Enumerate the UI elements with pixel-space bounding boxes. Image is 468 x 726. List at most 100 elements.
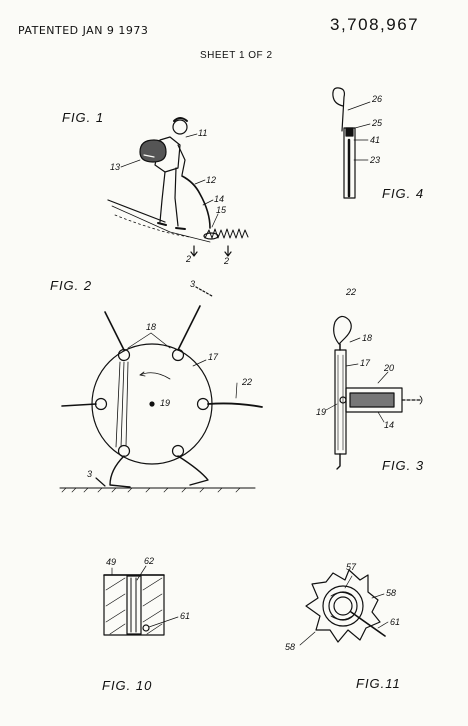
fig2-arrow-3-top (196, 287, 212, 296)
fig10-leader-62 (137, 566, 146, 580)
fig2-leader-18 (128, 333, 170, 348)
fig1-leg-right (175, 168, 178, 226)
fig4-ref-23: 23 (370, 155, 381, 165)
fig1-ref-11: 11 (198, 128, 208, 138)
fig1-leg-left (160, 172, 165, 222)
fig1-head-unit (204, 233, 218, 239)
fig3-ref-18: 18 (362, 333, 373, 343)
fig1-leader-13 (121, 160, 140, 167)
fig4-drawing (333, 88, 370, 198)
fig1-foot-left (158, 223, 166, 225)
fig1-engine-detail (144, 155, 154, 157)
fig11-leader-61 (378, 622, 388, 628)
fig3-ref-14: 14 (384, 420, 395, 430)
fig3-label: FIG. 3 (382, 458, 425, 473)
fig1-section-arrow-right (225, 246, 231, 256)
fig2-hole (173, 446, 184, 457)
fig2-line-right (208, 403, 262, 407)
fig10-bore-lines (131, 578, 136, 632)
fig3-shaft (350, 393, 394, 407)
fig3-leader-18 (350, 338, 360, 342)
fig3-ref-19: 19 (316, 407, 327, 417)
fig2-line-lower-right (178, 456, 208, 485)
fig11-leader-58 (372, 594, 384, 598)
fig3-leader-19 (326, 404, 337, 410)
fig3-line-bottom (337, 454, 340, 469)
fig4-leader-26 (348, 102, 370, 110)
fig4-ref-26: 26 (372, 94, 383, 104)
fig11-ref-57: 57 (346, 562, 357, 572)
fig1-hair (174, 118, 187, 121)
patented-date: PATENTED JAN 9 1973 (18, 24, 149, 37)
fig1-label: FIG. 1 (62, 110, 105, 125)
fig1-ref-12: 12 (206, 175, 217, 185)
fig2-leader-22 (236, 383, 237, 398)
fig1-ref-2-left: 2 (186, 254, 192, 264)
fig2-ref-17: 17 (208, 352, 219, 362)
fig11-drawing (300, 570, 388, 645)
fig3-ref-20: 20 (384, 363, 395, 373)
fig2-drawing (60, 287, 262, 492)
fig10-ref-61: 61 (180, 611, 191, 621)
fig1-ref-14: 14 (214, 194, 225, 204)
fig1-ref-2-right: 2 (224, 256, 230, 266)
fig2-label: FIG. 2 (50, 278, 93, 293)
fig10-hatching (106, 578, 162, 634)
fig2-line-lower-left (110, 456, 130, 487)
fig11-line (351, 612, 385, 636)
fig2-line-upper-right (178, 306, 200, 350)
fig1-ref-13: 13 (110, 162, 121, 172)
fig4-leader-25 (355, 124, 370, 128)
fig10-drawing (104, 566, 178, 635)
fig3-ref-22: 22 (346, 287, 357, 297)
fig10-hole (143, 625, 149, 631)
fig2-hole (198, 399, 209, 410)
fig3-drawing (326, 316, 422, 469)
fig2-ref-3-top: 3 (190, 279, 196, 289)
sheet-number: SHEET 1 OF 2 (200, 50, 273, 61)
fig2-hole (119, 446, 130, 457)
fig2-hole (96, 399, 107, 410)
fig1-leader-12 (195, 180, 205, 184)
fig1-arm (178, 145, 185, 175)
fig11-ref-58: 58 (386, 588, 397, 598)
fig4-label: FIG. 4 (382, 186, 425, 201)
patent-number: 3,708,967 (330, 15, 420, 34)
fig11-outer-ring (323, 586, 363, 626)
fig1-drawing (108, 118, 248, 256)
fig2-ref-22: 22 (242, 377, 253, 387)
fig10-label: FIG. 10 (102, 678, 153, 693)
fig1-ground-line (108, 200, 165, 222)
fig2-ref-3-bottom: 3 (87, 469, 93, 479)
fig1-leader-15 (212, 214, 218, 227)
fig1-leader-11 (186, 134, 197, 137)
fig10-ref-49: 49 (106, 557, 117, 567)
fig1-engine (140, 140, 166, 162)
fig1-ground-line-2 (112, 206, 210, 242)
fig1-grass (115, 215, 190, 237)
fig2-center (150, 402, 154, 406)
fig1-foot-right (176, 228, 185, 229)
fig3-leader-20 (378, 372, 388, 383)
fig2-ref-19: 19 (160, 398, 171, 408)
fig4-cap (346, 128, 353, 136)
fig3-line-loop (334, 316, 352, 344)
fig11-ref-61: 61 (390, 617, 401, 627)
fig1-grass-tufts (205, 229, 248, 238)
fig10-bore (127, 576, 141, 634)
fig3-rotation (420, 396, 422, 404)
fig4-line-loop (333, 88, 345, 131)
fig3-leader-14 (378, 412, 384, 422)
fig2-ground-hatch (62, 488, 240, 492)
fig2-shading (116, 362, 128, 447)
fig2-line-upper-left (105, 312, 124, 350)
fig1-shaft-2 (185, 178, 201, 196)
fig1-leader-14 (203, 200, 213, 205)
fig10-leader-61 (149, 617, 178, 627)
fig11-ref-58b: 58 (285, 642, 296, 652)
fig2-hole (173, 350, 184, 361)
fig3-ref-17: 17 (360, 358, 371, 368)
fig11-star-wheel (306, 570, 380, 642)
fig1-section-arrow-left (191, 246, 197, 256)
